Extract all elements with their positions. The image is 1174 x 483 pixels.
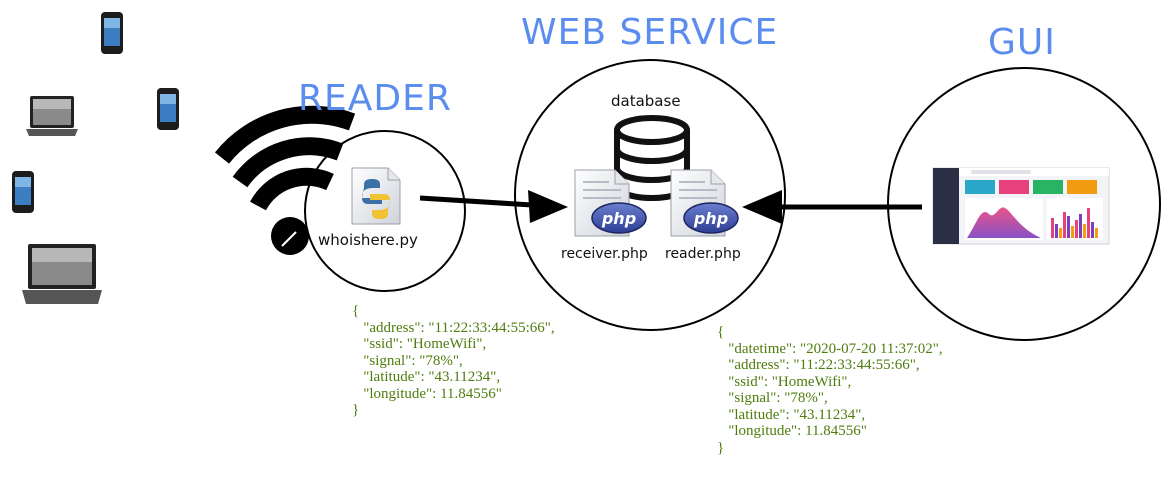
laptop-icon (26, 96, 78, 136)
python-file-label: whoishere.py (318, 231, 418, 249)
arrow-gui-to-reader (742, 190, 922, 224)
python-file-icon (351, 167, 401, 225)
php-file-icon: php (574, 169, 647, 237)
receiver-file-label: receiver.php (561, 246, 648, 262)
web-json-payload: { "datetime": "2020-07-20 11:37:02", "ad… (717, 324, 943, 456)
gui-circle (887, 67, 1161, 341)
svg-text:php: php (693, 209, 728, 228)
dashboard-screenshot-icon (932, 167, 1110, 245)
arrow-reader-to-receiver (419, 190, 568, 223)
database-label: database (611, 92, 681, 110)
web-service-circle (514, 59, 786, 331)
phone-icon (157, 88, 179, 130)
web-service-title: WEB SERVICE (521, 12, 779, 53)
reader-json-payload: { "address": "11:22:33:44:55:66", "ssid"… (352, 303, 555, 418)
php-file-icon: php (670, 169, 739, 237)
phone-icon (101, 12, 123, 54)
reader-circle (304, 130, 466, 292)
gui-title: GUI (988, 22, 1056, 63)
reader-title: READER (298, 78, 452, 119)
reader-file-label: reader.php (665, 246, 741, 262)
wifi-icon (214, 105, 356, 255)
laptop-icon (22, 244, 102, 304)
phone-icon (12, 171, 34, 213)
svg-text:php: php (601, 209, 636, 228)
